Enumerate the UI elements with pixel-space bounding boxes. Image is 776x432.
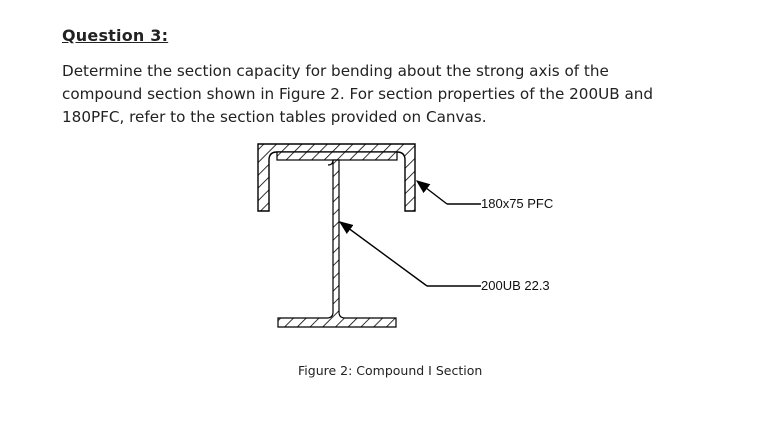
question-line: compound section shown in Figure 2. For … xyxy=(62,85,654,103)
ub-section xyxy=(276,151,398,328)
question-body: Determine the section capacity for bendi… xyxy=(62,60,742,129)
ub-label: 200UB 22.3 xyxy=(481,278,550,293)
question-title: Question 3: xyxy=(62,26,169,45)
pfc-label: 180x75 PFC xyxy=(481,196,554,211)
question-line: Determine the section capacity for bendi… xyxy=(62,62,609,80)
figure-caption: Figure 2: Compound I Section xyxy=(298,363,483,378)
question-line: 180PFC, refer to the section tables prov… xyxy=(62,108,487,126)
leader-pfc xyxy=(415,180,481,205)
leader-ub xyxy=(338,221,481,287)
